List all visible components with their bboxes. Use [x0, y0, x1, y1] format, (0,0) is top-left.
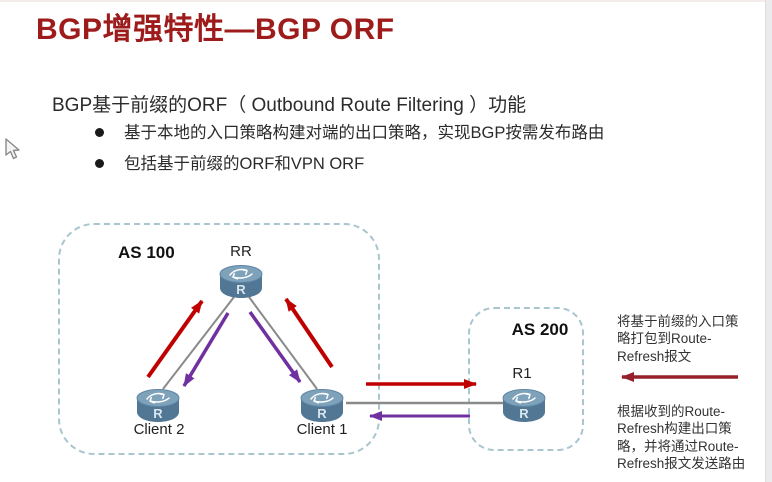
mouse-cursor-icon	[5, 138, 20, 160]
svg-text:R: R	[153, 406, 163, 421]
router-client2: R	[134, 386, 182, 426]
viewer-right-edge	[765, 0, 772, 482]
bullet-list: 基于本地的入口策略构建对端的出口策略，实现BGP按需发布路由 包括基于前缀的OR…	[95, 122, 604, 185]
annotation-pack-route-refresh: 将基于前缀的入口策略打包到Route-Refresh报文	[617, 314, 739, 364]
bullet-item: 包括基于前缀的ORF和VPN ORF	[95, 153, 604, 175]
svg-text:R: R	[236, 282, 246, 297]
router-icon: R	[219, 265, 263, 298]
rr-label: RR	[230, 243, 252, 260]
router-r1: R	[500, 386, 548, 426]
client1-label: Client 1	[296, 421, 348, 438]
router-rr: R	[217, 262, 265, 302]
bullet-icon	[95, 159, 104, 169]
as100-label: AS 100	[118, 243, 175, 262]
router-icon: R	[300, 389, 344, 422]
as100-boundary	[58, 223, 380, 455]
annotation-build-export-policy: 根据收到的Route-Refresh构建出口策略，并将通过Route-Refre…	[617, 404, 746, 471]
router-client1: R	[298, 386, 346, 426]
svg-text:R: R	[519, 406, 529, 421]
slide-title: BGP增强特性—BGP ORF	[36, 13, 395, 46]
slide-top-edge	[0, 0, 772, 2]
svg-text:R: R	[317, 406, 327, 421]
router-icon: R	[502, 389, 546, 422]
client2-label: Client 2	[133, 421, 185, 438]
bullet-text: 基于本地的入口策略构建对端的出口策略，实现BGP按需发布路由	[124, 124, 605, 142]
bullet-item: 基于本地的入口策略构建对端的出口策略，实现BGP按需发布路由	[95, 122, 604, 144]
router-icon: R	[136, 389, 180, 422]
section-heading: BGP基于前缀的ORF（ Outbound Route Filtering ）功…	[52, 95, 527, 116]
as200-label: AS 200	[511, 320, 569, 339]
r1-label: R1	[512, 365, 532, 382]
bullet-text: 包括基于前缀的ORF和VPN ORF	[124, 155, 365, 174]
bullet-icon	[95, 128, 104, 137]
